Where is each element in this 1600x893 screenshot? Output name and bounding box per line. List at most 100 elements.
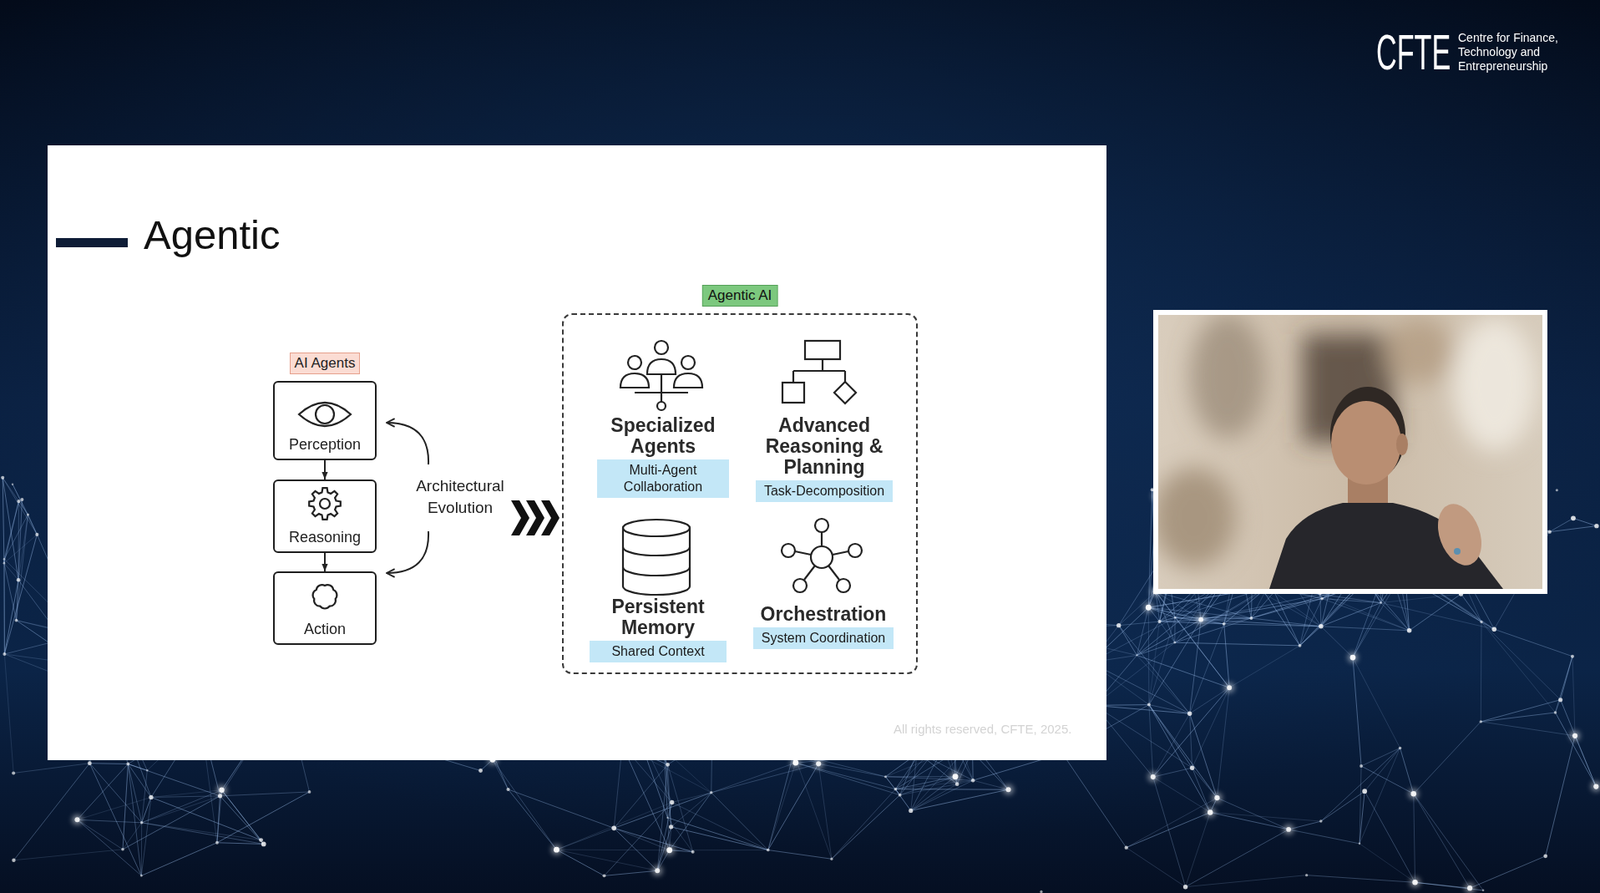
- reasoning-box: Reasoning: [273, 479, 377, 553]
- network-line: [4, 534, 37, 563]
- network-line: [556, 827, 614, 850]
- network-dot: [1320, 597, 1324, 601]
- network-dot: [215, 840, 219, 845]
- network-line: [1480, 621, 1483, 721]
- network-dot: [261, 841, 267, 847]
- network-glow: [1003, 784, 1014, 795]
- network-line: [1126, 797, 1218, 848]
- network-dot: [898, 793, 902, 797]
- network-line: [1192, 687, 1231, 768]
- network-dot: [3, 557, 6, 560]
- webcam-feed: [1386, 317, 1454, 385]
- network-line: [818, 763, 886, 776]
- network-dot: [894, 787, 898, 791]
- network-line: [122, 822, 142, 850]
- network-line: [222, 789, 264, 845]
- network-line: [1185, 811, 1211, 887]
- network-line: [217, 789, 223, 843]
- network-line: [622, 744, 670, 851]
- network-dot: [709, 790, 714, 795]
- network-line: [1155, 591, 1230, 688]
- webcam-feed: [1153, 309, 1548, 594]
- network-line: [1149, 704, 1218, 799]
- team-icon: [654, 340, 669, 355]
- network-line: [1185, 875, 1307, 887]
- network-glow: [664, 845, 675, 856]
- network-glow: [1408, 788, 1419, 799]
- network-dot: [1187, 711, 1192, 716]
- team-icon: [657, 401, 666, 411]
- network-dot: [1479, 719, 1483, 723]
- network-line: [1149, 617, 1175, 704]
- network-dot: [602, 873, 607, 877]
- network-dot: [553, 846, 560, 853]
- webcam-feed: [1189, 314, 1266, 439]
- network-line: [1364, 747, 1400, 791]
- network-line: [768, 763, 819, 850]
- box-label: Perception: [288, 435, 361, 454]
- network-hub-icon: [781, 518, 862, 593]
- network-line: [1481, 621, 1561, 699]
- network-dot: [1572, 733, 1578, 739]
- network-dot: [1410, 790, 1417, 797]
- network-line: [1149, 621, 1160, 705]
- capability-item: OrchestrationSystem Coordination: [735, 603, 912, 649]
- network-glow: [72, 814, 83, 825]
- network-line: [4, 501, 19, 563]
- webcam-feed: [1158, 467, 1236, 568]
- network-line: [556, 849, 669, 851]
- network-dot: [11, 482, 14, 485]
- network-line: [89, 762, 128, 765]
- network-line: [1189, 713, 1193, 768]
- network-line: [1321, 747, 1401, 821]
- network-dot: [1379, 601, 1383, 604]
- capability-item: Persistent MemoryShared Context: [582, 596, 734, 663]
- network-line: [1560, 656, 1573, 700]
- network-line: [1545, 735, 1575, 856]
- network-dot: [2, 652, 6, 656]
- network-line: [831, 789, 896, 860]
- network-dot: [11, 770, 16, 775]
- network-hub-icon: [794, 531, 849, 580]
- network-dot: [1554, 710, 1557, 714]
- network-line: [141, 842, 218, 876]
- network-line: [1321, 626, 1410, 631]
- network-dot: [1157, 619, 1161, 623]
- network-dot: [1570, 654, 1575, 659]
- evolution-label: Architectural Evolution: [397, 475, 523, 519]
- network-line: [219, 791, 309, 796]
- network-line: [13, 849, 123, 861]
- network-dot: [1398, 746, 1403, 750]
- capability-item: Specialized AgentsMulti-Agent Collaborat…: [587, 415, 739, 498]
- webcam-feed: [1453, 547, 1461, 555]
- network-line: [556, 849, 658, 871]
- cycle-arrow: [386, 531, 429, 573]
- network-line: [885, 775, 956, 777]
- network-dot: [74, 816, 80, 822]
- network-line: [1364, 790, 1415, 882]
- network-dot: [1214, 794, 1220, 800]
- network-line: [1153, 776, 1211, 812]
- network-line: [1189, 713, 1218, 798]
- chevron-arrow: [541, 500, 560, 536]
- network-line: [1413, 793, 1416, 882]
- network-line: [13, 763, 90, 861]
- network-dot: [1407, 627, 1413, 633]
- eye-icon: [315, 405, 335, 424]
- network-line: [795, 762, 897, 790]
- network-dot: [1039, 890, 1043, 893]
- network-line: [1210, 811, 1322, 821]
- network-line: [1159, 621, 1175, 643]
- network-line: [1229, 645, 1300, 688]
- network-line: [818, 763, 832, 859]
- network-line: [1321, 790, 1365, 821]
- network-dot: [792, 759, 799, 766]
- hierarchy-icon: [793, 359, 846, 383]
- network-line: [1359, 790, 1365, 844]
- logo-tagline: Centre for Finance, Technology and Entre…: [1458, 30, 1575, 74]
- network-dot: [15, 618, 19, 623]
- network-line: [795, 762, 901, 795]
- network-glow: [1224, 682, 1235, 693]
- network-line: [1560, 699, 1597, 787]
- network-dot: [1318, 623, 1324, 629]
